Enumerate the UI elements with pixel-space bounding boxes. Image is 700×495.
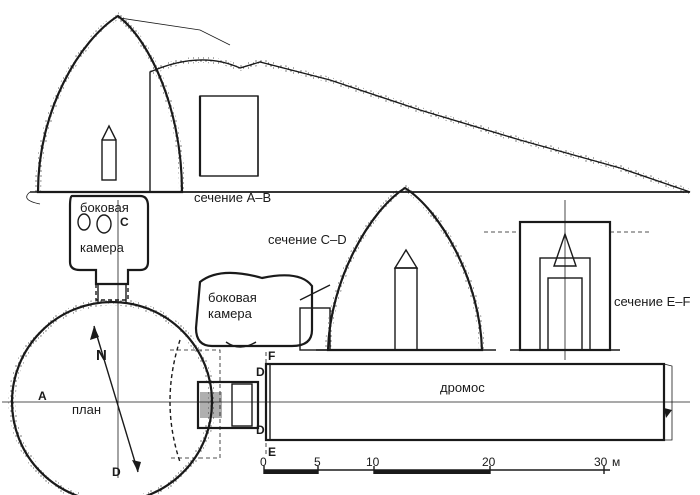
point-e: E <box>268 445 276 459</box>
label-section-ef: сечение E–F <box>614 294 690 309</box>
section-ef-drawing <box>484 200 650 360</box>
point-f: F <box>268 349 275 363</box>
point-d-right-2: D <box>256 423 265 437</box>
scale-tick-20: 20 <box>482 455 496 469</box>
point-d-right-1: D <box>256 365 265 379</box>
label-plan: план <box>72 402 101 417</box>
scale-unit: м <box>612 455 620 469</box>
scale-bar <box>263 466 610 474</box>
label-side-chamber-top-2: камера <box>80 240 125 255</box>
side-chamber-middle <box>194 271 314 348</box>
label-side-chamber-mid-1: боковая <box>208 290 257 305</box>
point-a: A <box>38 389 47 403</box>
section-cd-drawing <box>299 184 496 352</box>
point-c: C <box>120 215 129 229</box>
scale-tick-5: 5 <box>314 455 321 469</box>
plan-drawing <box>2 200 690 495</box>
label-dromos: дромос <box>440 380 485 395</box>
label-section-ab: сечение A–B <box>194 190 271 205</box>
point-d-bottom: D <box>112 465 121 479</box>
section-ab-drawing <box>26 12 691 205</box>
scale-tick-0: 0 <box>260 455 267 469</box>
label-north: N <box>96 347 107 364</box>
label-side-chamber-mid-2: камера <box>208 306 253 321</box>
label-section-cd: сечение C–D <box>268 232 347 247</box>
scale-tick-30: 30 <box>594 455 608 469</box>
scale-tick-10: 10 <box>366 455 380 469</box>
label-side-chamber-top-1: боковая <box>80 200 129 215</box>
